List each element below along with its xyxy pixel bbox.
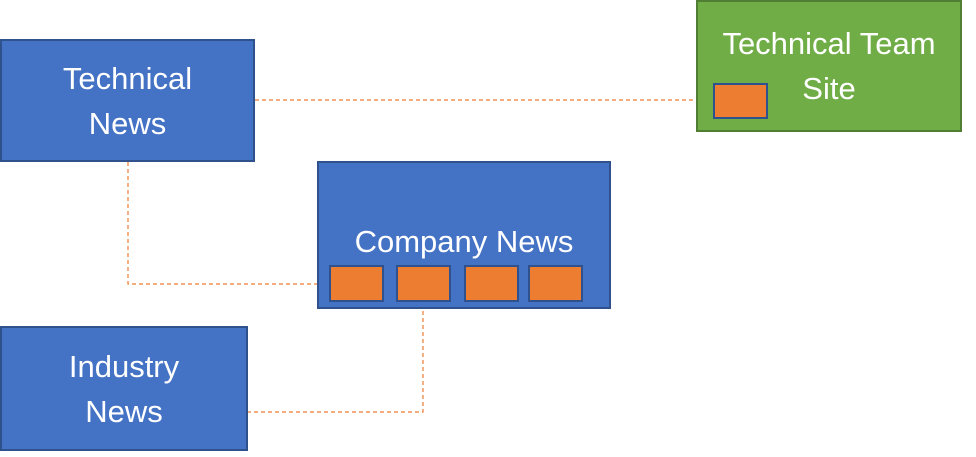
company-news-slot-3 bbox=[464, 265, 519, 302]
industry-news-node[interactable]: Industry News bbox=[0, 326, 248, 451]
technical-news-node[interactable]: Technical News bbox=[0, 39, 255, 162]
industry-news-label: Industry News bbox=[68, 348, 180, 429]
connector-technical-to-company bbox=[127, 162, 330, 288]
technical-team-site-label: Technical Team Site bbox=[722, 26, 936, 106]
technical-news-label: Technical News bbox=[62, 60, 193, 141]
team-site-slot bbox=[713, 83, 768, 119]
company-news-slot-1 bbox=[329, 265, 384, 302]
company-news-slot-4 bbox=[528, 265, 583, 302]
company-news-slot-2 bbox=[396, 265, 451, 302]
connector-industry-to-company bbox=[247, 301, 427, 413]
company-news-label: Company News bbox=[354, 224, 574, 259]
